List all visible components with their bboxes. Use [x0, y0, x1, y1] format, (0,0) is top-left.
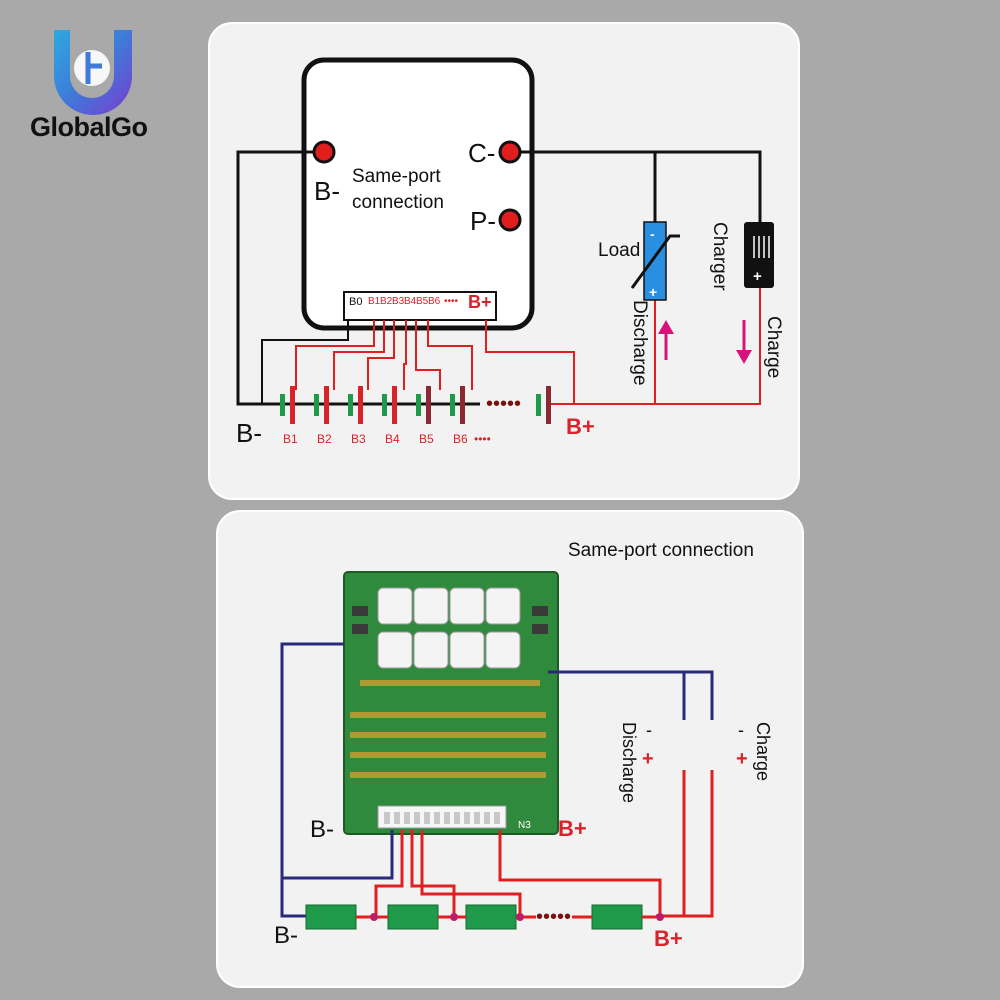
- p-minus-terminal-label: P-: [470, 206, 496, 236]
- pin-dots: ••••: [444, 296, 459, 307]
- battery-cells-bottom: [305, 904, 664, 930]
- bms-module: [301, 57, 535, 331]
- load-label: Load: [598, 240, 641, 261]
- connector-label: N3: [518, 820, 531, 831]
- pin-b3: B3: [392, 296, 405, 307]
- pin-b0: B0: [349, 296, 363, 308]
- same-port-note: Same-port connection: [352, 166, 444, 213]
- pin-b6: B6: [428, 296, 441, 307]
- discharge-minus-sign: -: [646, 720, 652, 740]
- c-minus-terminal-label: C-: [468, 138, 496, 168]
- charger-plus-sign: +: [753, 268, 762, 285]
- cell-label-b4: B4: [385, 432, 400, 446]
- cells-b-minus-label: B-: [274, 922, 298, 949]
- b-plus-cells-label: B+: [566, 414, 595, 439]
- load-minus-sign: -: [650, 226, 655, 242]
- globalgo-logo: [18, 18, 178, 158]
- discharge-plus-sign: +: [642, 748, 654, 770]
- svg-text:•••••: •••••: [536, 906, 571, 928]
- cells-b-plus-label: B+: [654, 926, 683, 951]
- globalgo-logo-icon: [54, 30, 132, 115]
- pin-b5: B5: [416, 296, 429, 307]
- mosfet-row-bottom: [377, 631, 521, 669]
- charge-plus-sign: +: [736, 748, 748, 770]
- cell-label-b1: B1: [283, 432, 298, 446]
- b-minus-terminal-label: B-: [314, 176, 340, 206]
- pin-b2: B2: [380, 296, 393, 307]
- svg-text:•••••: •••••: [486, 393, 521, 415]
- charge-label: Charge: [763, 316, 784, 379]
- board-b-minus-label: B-: [310, 816, 334, 843]
- pin-b-plus: B+: [468, 292, 492, 312]
- cell-label-b3: B3: [351, 432, 366, 446]
- load-component: [643, 221, 667, 301]
- board-b-plus-label: B+: [558, 816, 587, 841]
- charge-minus-sign: -: [738, 720, 744, 740]
- charge-label-bottom: Charge: [753, 722, 773, 782]
- b-minus-cells-label: B-: [236, 418, 262, 448]
- pin-b4: B4: [404, 296, 417, 307]
- cell-label-b2: B2: [317, 432, 332, 446]
- cell-label-b5: B5: [419, 432, 434, 446]
- cell-label-b6: B6: [453, 432, 468, 446]
- bottom-title: Same-port connection: [568, 540, 754, 561]
- battery-cells: [280, 386, 551, 424]
- mosfet-row-top: [377, 587, 521, 625]
- charger-label: Charger: [709, 222, 730, 291]
- balance-header: [343, 291, 497, 321]
- load-plus-sign: +: [649, 284, 658, 300]
- discharge-label-bottom: Discharge: [619, 722, 639, 804]
- discharge-label: Discharge: [629, 300, 650, 386]
- p-minus-terminal: [498, 208, 522, 232]
- pin-b1: B1: [368, 296, 381, 307]
- cell-label-dots: ••••: [474, 432, 491, 446]
- brand-name: GlobalGo: [30, 112, 148, 142]
